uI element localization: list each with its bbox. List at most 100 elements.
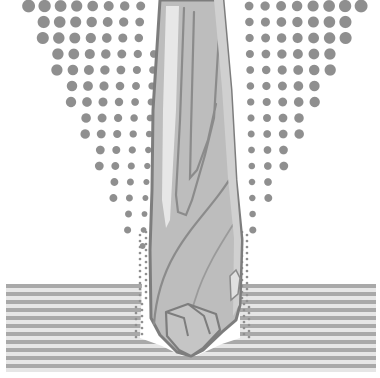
coolant-spray-right-icon [245, 0, 368, 234]
chip-particle [246, 258, 249, 261]
halftone-dot [308, 17, 319, 28]
chip-particle [141, 315, 144, 318]
chip-particle [135, 330, 138, 333]
halftone-dot [294, 97, 304, 107]
halftone-dot [263, 114, 271, 122]
chip-particle [139, 270, 142, 273]
halftone-dot [85, 49, 95, 59]
halftone-dot [262, 66, 270, 74]
chip-particle [141, 303, 144, 306]
halftone-dot [355, 0, 368, 12]
halftone-dot [278, 65, 287, 74]
chip-particle [145, 267, 148, 270]
chip-particle [135, 324, 138, 327]
halftone-dot [70, 16, 81, 27]
chip-particle [141, 333, 144, 336]
halftone-dot [116, 82, 125, 91]
halftone-dot [339, 0, 351, 12]
halftone-dot [248, 147, 255, 154]
halftone-dot [263, 98, 271, 106]
chip-particle [141, 327, 144, 330]
halftone-dot [263, 130, 271, 138]
halftone-dot [68, 49, 79, 60]
halftone-dot [279, 162, 288, 171]
chip-particle [248, 330, 251, 333]
halftone-dot [294, 81, 304, 91]
chip-particle [145, 249, 148, 252]
halftone-dot [126, 195, 133, 202]
chip-particle [139, 264, 142, 267]
halftone-dot [100, 65, 109, 74]
chip-particle [139, 240, 142, 243]
halftone-dot [55, 0, 67, 12]
halftone-dot [324, 16, 336, 28]
halftone-dot [54, 16, 66, 28]
halftone-dot [81, 113, 91, 123]
chip-particle [135, 312, 138, 315]
halftone-dot [264, 146, 272, 154]
halftone-dot [127, 179, 134, 186]
chip-particle [145, 261, 148, 264]
halftone-dot [129, 146, 136, 153]
halftone-dot [278, 82, 287, 91]
drill-bit-icon [150, 0, 242, 356]
halftone-dot [103, 17, 113, 27]
chip-particle [246, 294, 249, 297]
chip-particle [246, 288, 249, 291]
halftone-dot [120, 1, 130, 11]
halftone-dot [87, 1, 98, 12]
halftone-dot [292, 17, 302, 27]
halftone-dot [99, 81, 108, 90]
halftone-dot [260, 1, 269, 10]
chip-particle [246, 246, 249, 249]
halftone-dot [134, 50, 142, 58]
chip-particle [145, 237, 148, 240]
halftone-dot [277, 33, 287, 43]
chip-particle [139, 288, 142, 291]
chip-particle [248, 312, 251, 315]
halftone-dot [247, 82, 255, 90]
halftone-dot [247, 114, 254, 121]
chip-particle [135, 318, 138, 321]
halftone-dot [145, 147, 151, 153]
chip-particle [145, 255, 148, 258]
halftone-dot [249, 163, 256, 170]
chip-particle [139, 252, 142, 255]
halftone-dot [130, 130, 137, 137]
halftone-dot [125, 211, 132, 218]
halftone-dot [84, 65, 94, 75]
halftone-dot [83, 81, 93, 91]
halftone-dot [68, 65, 79, 76]
halftone-dot [86, 17, 96, 27]
halftone-dot [131, 98, 139, 106]
halftone-dot [249, 179, 256, 186]
halftone-dot [71, 0, 82, 11]
halftone-dot [135, 18, 144, 27]
halftone-dot [279, 146, 288, 155]
halftone-dot [245, 18, 254, 27]
halftone-dot [293, 33, 303, 43]
workpiece-stripe [6, 364, 376, 368]
halftone-dot [292, 1, 303, 12]
chip-particle [145, 291, 148, 294]
halftone-dot [325, 64, 336, 75]
halftone-dot [309, 65, 320, 76]
halftone-dot [279, 114, 288, 123]
chip-particle [145, 243, 148, 246]
halftone-dot [119, 17, 128, 26]
halftone-dot [142, 195, 148, 201]
halftone-dot [110, 178, 118, 186]
halftone-dot [308, 0, 319, 11]
chip-particle [246, 252, 249, 255]
workpiece-stripe [6, 360, 376, 364]
halftone-dot [96, 146, 105, 155]
halftone-dot [142, 211, 148, 217]
chip-particle [243, 321, 246, 324]
chip-particle [246, 276, 249, 279]
chip-particle [139, 282, 142, 285]
halftone-dot [310, 97, 320, 107]
chip-particle [246, 240, 249, 243]
halftone-dot [339, 16, 351, 28]
halftone-dot [309, 81, 319, 91]
